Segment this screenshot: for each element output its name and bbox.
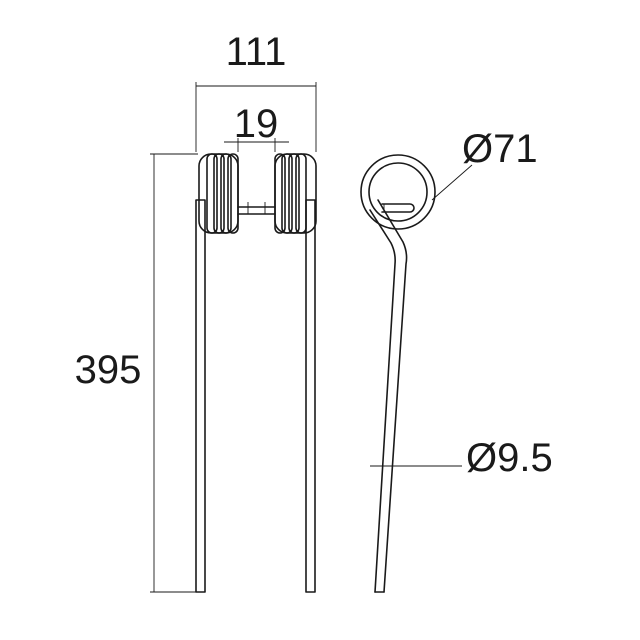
right-tine: [305, 199, 316, 593]
left-coil: [198, 153, 239, 234]
side-view: [360, 154, 436, 593]
right-coil: [274, 153, 317, 234]
dimension-overall-width: 111: [195, 30, 317, 152]
coil-diameter-label: Ø71: [462, 127, 538, 171]
coil-outer-ring: [360, 154, 436, 230]
coil-gap-label: 19: [234, 102, 279, 146]
front-view: [195, 153, 317, 593]
leader-coil-diameter: Ø71: [431, 127, 538, 201]
coil-bridge: [237, 202, 276, 215]
dimension-overall-length: 395: [75, 153, 198, 593]
left-tine: [195, 199, 206, 593]
overall-width-label: 111: [226, 30, 287, 74]
leader-wire-diameter: Ø9.5: [370, 436, 553, 480]
coil-inner-ring: [368, 162, 428, 222]
wire-diameter-label: Ø9.5: [466, 436, 553, 480]
overall-length-label: 395: [75, 348, 142, 392]
dimension-coil-gap: 19: [224, 102, 289, 152]
